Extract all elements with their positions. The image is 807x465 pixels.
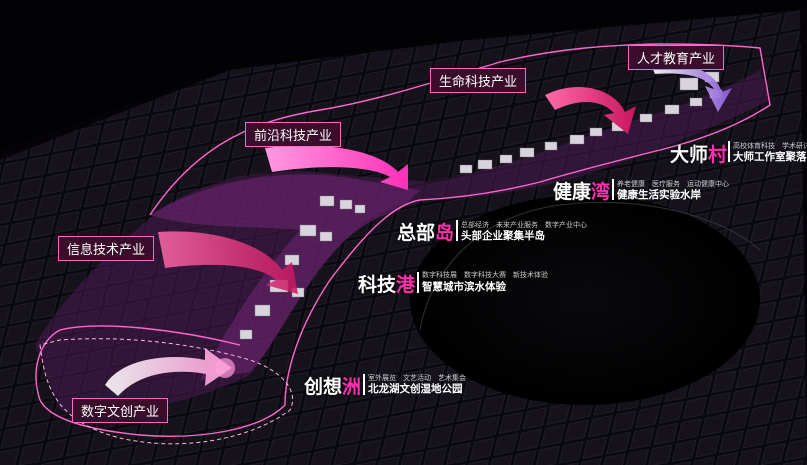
zone-tags-health-bay: 养老健康 医疗服务 运动健康中心: [617, 180, 729, 188]
label-frontier-tech: 前沿科技产业: [245, 122, 342, 147]
zone-name-accent: 港: [396, 274, 416, 296]
arrow-life-science: [545, 86, 636, 134]
zone-name-main: 科技: [358, 274, 397, 296]
zone-name-accent: 岛: [435, 222, 455, 244]
zone-name-hq-island: 总部岛: [397, 218, 454, 245]
zone-divider: [728, 141, 730, 162]
zone-name-master-village: 大师村: [670, 140, 727, 167]
zone-tags-master-village: 高校体育科技 学术研讨: [733, 142, 807, 150]
label-digital-culture: 数字文创产业: [72, 398, 169, 423]
zone-name-main: 创想: [304, 376, 343, 398]
zone-subtitle-innovation-isle: 北龙湖文创湿地公园: [368, 383, 463, 395]
lake: [410, 195, 760, 405]
zone-name-accent: 湾: [591, 181, 611, 203]
dashed-boundary: [39, 338, 294, 445]
zone-subtitle-master-village: 大师工作室聚落: [733, 151, 807, 163]
label-talent-education: 人才教育产业: [628, 45, 725, 70]
zone-tags-innovation-isle: 室外展览 文艺活动 艺术集会: [368, 374, 466, 382]
zone-name-health-bay: 健康湾: [553, 177, 610, 204]
zone-name-accent: 洲: [342, 376, 362, 398]
zone-name-innovation-isle: 创想洲: [304, 372, 361, 399]
zone-name-tech-harbor: 科技港: [358, 270, 415, 297]
development-corridor: [35, 70, 770, 413]
zone-subtitle-health-bay: 健康生活实验水岸: [617, 189, 701, 201]
lake-shore: [419, 201, 761, 331]
zone-subtitle-hq-island: 头部企业聚集半岛: [461, 230, 545, 242]
zone-tags-tech-harbor: 数字科技展 数字科技大赛 新技术体验: [422, 271, 548, 279]
label-life-science: 生命科技产业: [430, 68, 527, 93]
dark-sky: [0, 0, 807, 150]
zone-divider: [612, 179, 614, 200]
zone-subtitle-tech-harbor: 智慧城市滨水体验: [422, 281, 506, 293]
zone-name-main: 大师: [670, 144, 709, 166]
zone-name-accent: 村: [708, 144, 728, 166]
zone-name-main: 健康: [553, 181, 592, 203]
plan-boundary: [35, 43, 771, 437]
arrow-digital-culture: [105, 348, 232, 396]
zone-divider: [417, 272, 419, 293]
arrow-info-tech: [158, 231, 298, 294]
zone-divider: [456, 220, 458, 241]
zone-tags-hq-island: 总部经济 未来产业服务 数字产业中心: [461, 221, 587, 229]
zone-divider: [363, 374, 365, 395]
arrow-frontier-tech: [265, 145, 408, 190]
label-info-tech: 信息技术产业: [58, 236, 155, 261]
zone-name-main: 总部: [397, 222, 436, 244]
